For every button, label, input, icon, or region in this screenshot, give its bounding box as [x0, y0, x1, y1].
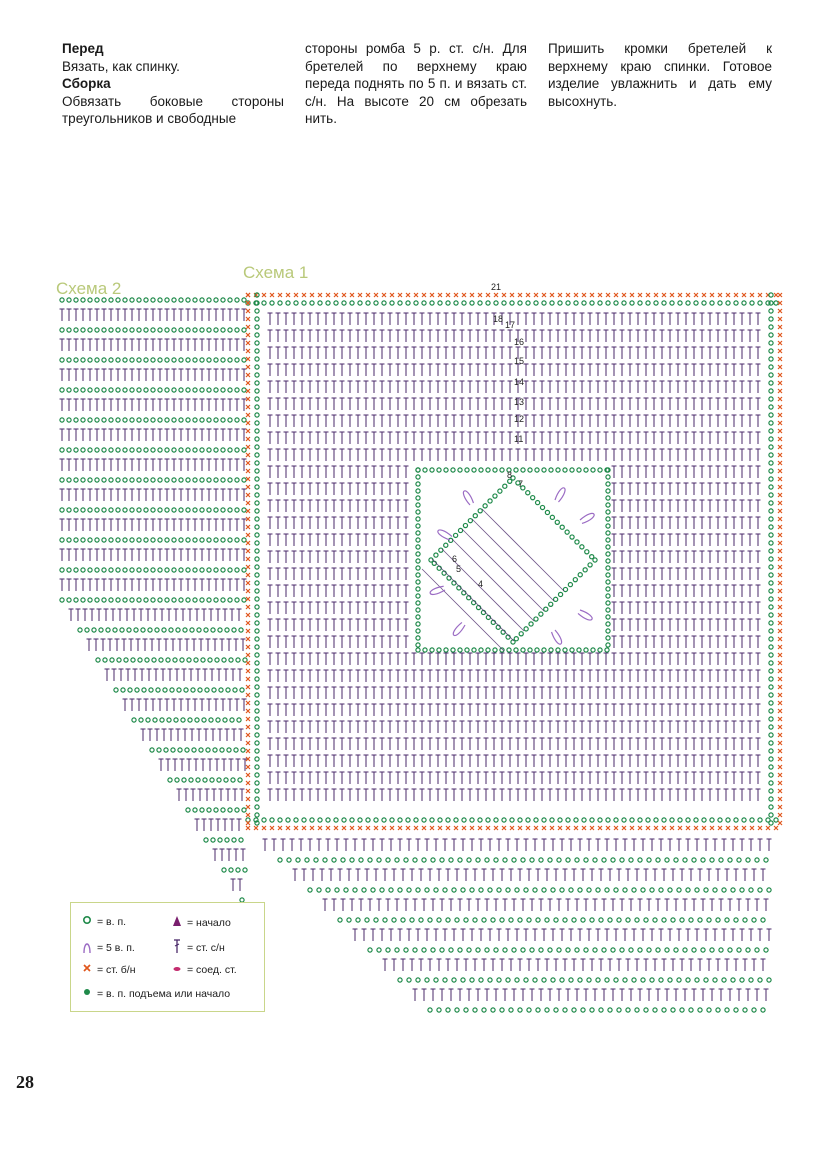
row-number: 18	[493, 314, 503, 324]
legend-label: = 5 в. п.	[97, 942, 135, 954]
row-number: 17	[505, 320, 515, 330]
row-number: 4	[478, 579, 483, 589]
legend-dc: = ст. с/н	[171, 938, 225, 957]
slip-stitch-icon	[171, 963, 183, 976]
legend: = в. п. = начало = 5 в. п. = ст. с/н = с…	[70, 902, 265, 1012]
row-number: 8	[507, 470, 512, 480]
row-number: 14	[514, 377, 524, 387]
legend-start: = начало	[171, 915, 231, 930]
schema-2-chart	[60, 298, 248, 902]
row-number: 21	[491, 282, 501, 292]
legend-label: = ст. с/н	[187, 942, 225, 954]
legend-slip: = соед. ст.	[171, 963, 237, 976]
legend-label: = начало	[187, 917, 231, 929]
filled-dot-icon	[81, 987, 93, 1000]
start-triangle-icon	[171, 915, 183, 930]
row-number: 6	[452, 554, 457, 564]
row-number: 11	[514, 434, 523, 444]
row-number: 12	[514, 414, 524, 424]
row-number: 13	[514, 397, 524, 407]
legend-label: = соед. ст.	[187, 964, 237, 976]
legend-filled-dot: = в. п. подъема или начало	[81, 987, 230, 1000]
chain-circle-icon	[81, 915, 93, 928]
legend-label: = ст. б/н	[97, 964, 136, 976]
legend-chain: = в. п.	[81, 915, 126, 928]
row-number: 15	[514, 356, 524, 366]
row-number: 7	[518, 479, 523, 489]
row-number: 16	[514, 337, 524, 347]
schema-1-label: Схема 1	[243, 263, 308, 283]
page-number: 28	[16, 1072, 34, 1093]
legend-sc: = ст. б/н	[81, 963, 136, 976]
legend-label: = в. п. подъема или начало	[97, 988, 230, 1000]
petal-icon	[81, 938, 93, 957]
row-number: 5	[456, 564, 461, 574]
legend-petal: = 5 в. п.	[81, 938, 135, 957]
sc-cross-icon	[81, 963, 93, 976]
legend-label: = в. п.	[97, 916, 126, 928]
dc-icon	[171, 938, 183, 957]
schema-2-label: Схема 2	[56, 279, 121, 299]
